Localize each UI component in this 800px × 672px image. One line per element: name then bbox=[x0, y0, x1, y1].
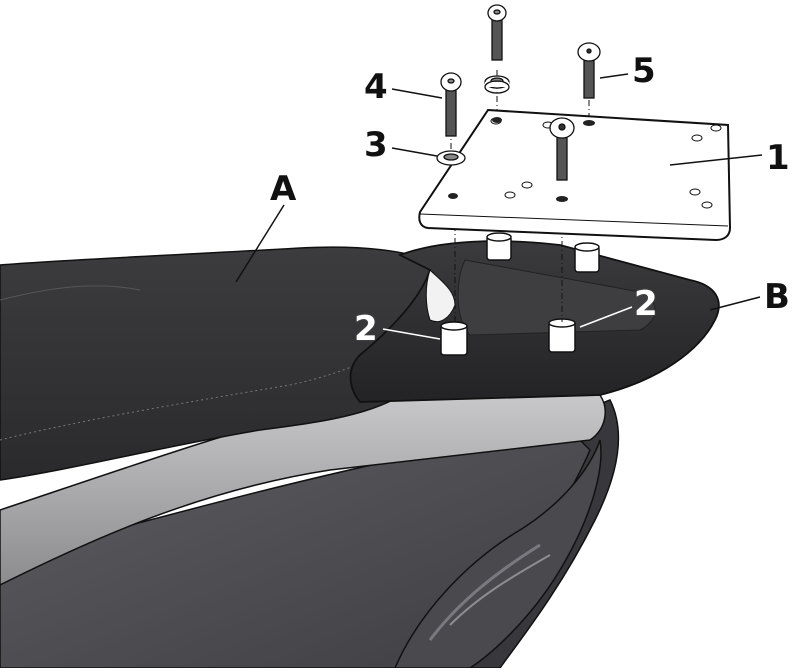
screw-center bbox=[549, 117, 575, 181]
screw-5 bbox=[577, 42, 601, 99]
spacers bbox=[440, 232, 600, 356]
label-5: 5 bbox=[632, 51, 656, 91]
label-B: B bbox=[764, 277, 790, 317]
headlight bbox=[393, 439, 602, 669]
washer-top bbox=[484, 75, 510, 94]
mounting-plate bbox=[418, 108, 732, 242]
spacer-front-right bbox=[548, 318, 576, 353]
fasteners bbox=[436, 4, 601, 181]
washer-3 bbox=[436, 150, 466, 166]
silver-trim bbox=[0, 394, 606, 586]
screw-top bbox=[487, 4, 507, 61]
label-4: 4 bbox=[364, 67, 388, 107]
spacer-front-left bbox=[440, 321, 468, 356]
label-3: 3 bbox=[364, 125, 388, 165]
tail-rail bbox=[349, 240, 720, 403]
label-2-right: 2 bbox=[634, 284, 658, 324]
label-A: A bbox=[270, 169, 297, 209]
leader-lines-white bbox=[382, 306, 633, 340]
screw-4 bbox=[440, 72, 462, 137]
spacer-rear-left bbox=[486, 232, 512, 261]
label-2-left: 2 bbox=[354, 309, 378, 349]
leader-lines bbox=[235, 73, 763, 311]
label-1: 1 bbox=[766, 138, 790, 178]
spacer-rear-right bbox=[574, 242, 600, 273]
